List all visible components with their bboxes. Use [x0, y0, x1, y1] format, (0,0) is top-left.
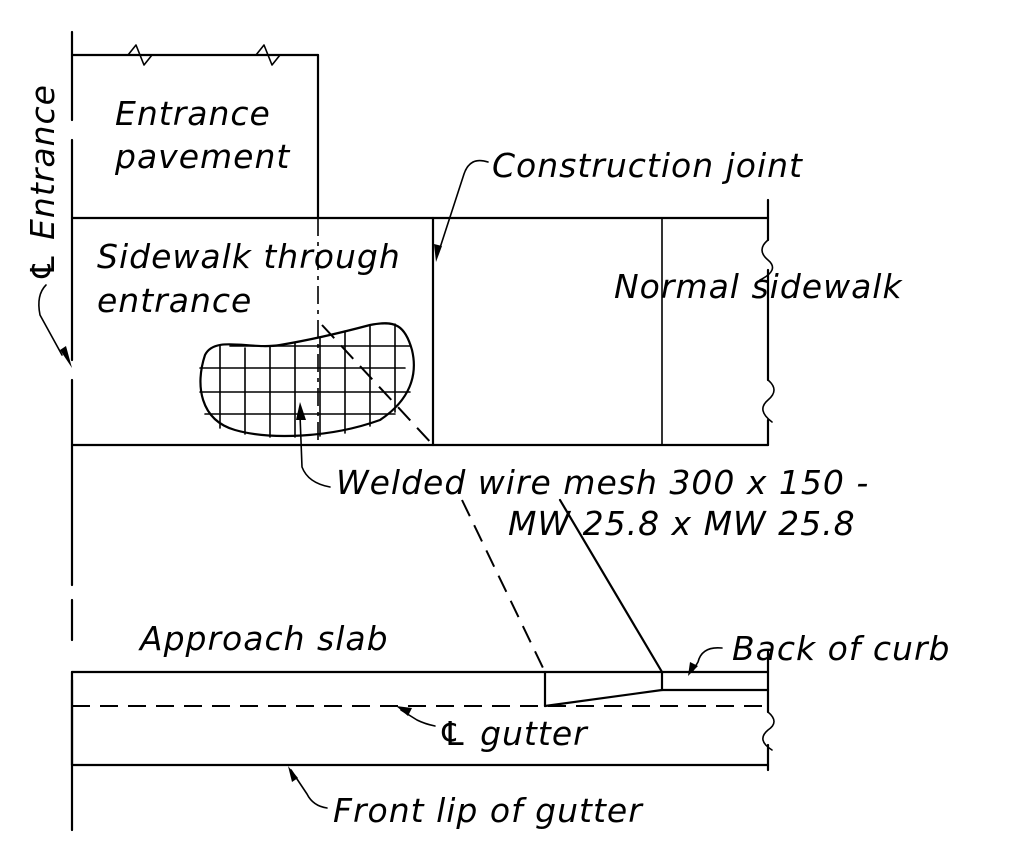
entrance-pavement-outline	[70, 44, 320, 220]
transition-dashed-lines	[321, 324, 664, 674]
label-back-of-curb: Back of curb	[732, 629, 950, 668]
label-centerline-entrance: ℄ Entrance	[23, 84, 62, 282]
label-construction-joint: Construction joint	[492, 146, 803, 185]
curb-gutter-plan	[70, 648, 775, 772]
label-entrance-pavement-2: pavement	[114, 137, 290, 176]
welded-wire-mesh-patch	[199, 322, 415, 438]
label-approach-slab: Approach slab	[138, 619, 389, 658]
label-welded-mesh-2: MW 25.8 x MW 25.8	[508, 504, 856, 543]
label-gutter: ℄ gutter	[438, 714, 589, 753]
label-normal-sidewalk: Normal sidewalk	[614, 267, 903, 306]
labels: ℄ Entrance Entrance pavement Constructio…	[23, 84, 950, 830]
label-sidewalk-through-1: Sidewalk through	[97, 237, 401, 276]
label-welded-mesh-1: Welded wire mesh 300 x 150 -	[336, 463, 869, 502]
sidewalk-band	[70, 198, 775, 447]
label-sidewalk-through-2: entrance	[97, 281, 252, 320]
label-entrance-pavement-1: Entrance	[115, 94, 271, 133]
label-front-lip: Front lip of gutter	[333, 791, 644, 830]
leader-lines	[38, 159, 723, 809]
